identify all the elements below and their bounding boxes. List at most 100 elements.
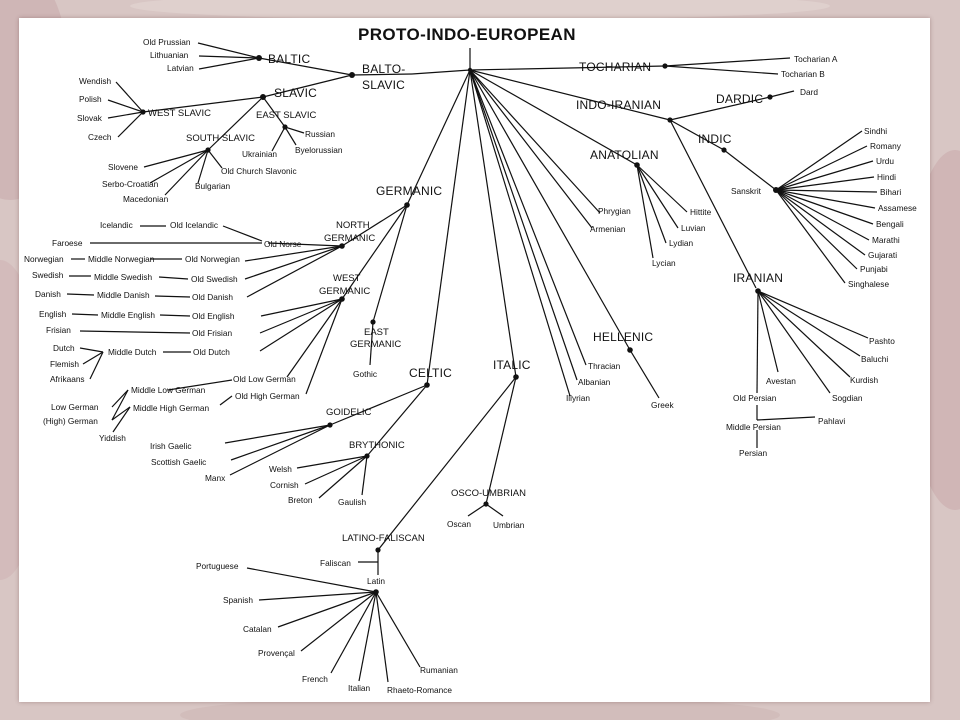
branch-east-germanic-label-line1: EAST: [364, 327, 389, 338]
node-east-slavic: [282, 124, 288, 130]
lang-middle-english: Middle English: [101, 310, 155, 320]
lang-punjabi: Punjabi: [860, 264, 888, 274]
lang-oscan: Oscan: [447, 519, 471, 529]
branch-indo-iranian-label: INDO-IRANIAN: [576, 98, 661, 112]
lang-polish: Polish: [79, 94, 102, 104]
lang-sogdian: Sogdian: [832, 393, 863, 403]
node-indic: [721, 147, 727, 153]
branch-balto-slavic-label-line1: BALTO-: [362, 62, 405, 76]
lang-middle-swedish: Middle Swedish: [94, 272, 152, 282]
lang-pashto: Pashto: [869, 336, 895, 346]
branch-goidelic-label: GOIDELIC: [326, 407, 372, 418]
branch-east-slavic-label: EAST SLAVIC: [256, 110, 317, 121]
lang-manx: Manx: [205, 473, 226, 483]
lang-bengali: Bengali: [876, 219, 904, 229]
branch-anatolian-label: ANATOLIAN: [590, 148, 659, 162]
paper-sheet: [19, 18, 930, 702]
node-west-slavic: [140, 109, 146, 115]
lang-singhalese: Singhalese: [848, 279, 889, 289]
lang-greek: Greek: [651, 400, 674, 410]
lang-umbrian: Umbrian: [493, 520, 525, 530]
lang-gujarati: Gujarati: [868, 250, 897, 260]
branch-germanic-label: GERMANIC: [376, 184, 442, 198]
branch-slavic-label: SLAVIC: [274, 86, 317, 100]
node-celtic: [424, 382, 430, 388]
lang-scottish-gaelic: Scottish Gaelic: [151, 457, 206, 467]
lang-spanish: Spanish: [223, 595, 253, 605]
lang-norwegian: Norwegian: [24, 254, 64, 264]
lang-tocharian-b: Tocharian B: [781, 69, 825, 79]
branch-celtic-label: CELTIC: [409, 366, 452, 380]
lang-phrygian: Phrygian: [598, 206, 631, 216]
lang-bihari: Bihari: [880, 187, 901, 197]
lang-middle-high-german: Middle High German: [133, 403, 209, 413]
branch-north-germanic-label-line2: GERMANIC: [324, 233, 375, 244]
lang-persian: Persian: [739, 448, 768, 458]
lang-french: French: [302, 674, 328, 684]
lang-faroese: Faroese: [52, 238, 83, 248]
lang-middle-low-german: Middle Low German: [131, 385, 206, 395]
lang-tocharian-a: Tocharian A: [794, 54, 838, 64]
lang-middle-dutch: Middle Dutch: [108, 347, 157, 357]
lang-afrikaans: Afrikaans: [50, 374, 85, 384]
lang-portuguese: Portuguese: [196, 561, 239, 571]
node-dardic: [767, 94, 773, 100]
node-italic: [513, 374, 519, 380]
branch-brythonic-label: BRYTHONIC: [349, 440, 405, 451]
lang-old-norse: Old Norse: [264, 239, 302, 249]
lang-albanian: Albanian: [578, 377, 611, 387]
lang-breton: Breton: [288, 495, 313, 505]
branch-osco-umbrian-label: OSCO-UMBRIAN: [451, 488, 526, 499]
lang-old-prussian: Old Prussian: [143, 37, 191, 47]
node-sanskrit: [773, 187, 779, 193]
node-latin: [373, 589, 379, 595]
branch-west-slavic-label: WEST SLAVIC: [148, 108, 211, 119]
lang-assamese: Assamese: [878, 203, 917, 213]
lang-provencal: Provençal: [258, 648, 295, 658]
lang-rumanian: Rumanian: [420, 665, 458, 675]
node-tocharian: [662, 63, 668, 69]
lang-bulgarian: Bulgarian: [195, 181, 230, 191]
node-baltic: [256, 55, 262, 61]
lang-illyrian: Illyrian: [566, 393, 590, 403]
branch-hellenic-label: HELLENIC: [593, 330, 653, 344]
lang-byelorussian: Byelorussian: [295, 145, 343, 155]
node-south-slavic: [205, 147, 211, 153]
lang-rhaeto-romance: Rhaeto-Romance: [387, 685, 452, 695]
lang-frisian: Frisian: [46, 325, 71, 335]
branch-dardic-label: DARDIC: [716, 92, 763, 106]
node-brythonic: [364, 453, 370, 459]
node-latino-faliscan: [375, 547, 381, 553]
lang-czech: Czech: [88, 132, 112, 142]
lang-serbo-croatian: Serbo-Croatian: [102, 179, 159, 189]
branch-south-slavic-label: SOUTH SLAVIC: [186, 133, 255, 144]
lang-macedonian: Macedonian: [123, 194, 169, 204]
lang-old-dutch: Old Dutch: [193, 347, 230, 357]
lang-latin: Latin: [367, 576, 385, 586]
lang-swedish: Swedish: [32, 270, 64, 280]
lang-pahlavi: Pahlavi: [818, 416, 845, 426]
lang-high-german: (High) German: [43, 416, 98, 426]
lang-old-high-german: Old High German: [235, 391, 300, 401]
lang-luvian: Luvian: [681, 223, 706, 233]
lang-old-danish: Old Danish: [192, 292, 233, 302]
node-iranian: [755, 288, 761, 294]
lang-lycian: Lycian: [652, 258, 676, 268]
branch-tocharian-label: TOCHARIAN: [579, 60, 651, 74]
lang-irish-gaelic: Irish Gaelic: [150, 441, 192, 451]
lang-latvian: Latvian: [167, 63, 194, 73]
lang-flemish: Flemish: [50, 359, 79, 369]
tree-nodes: [140, 55, 779, 595]
node-balto-slavic: [349, 72, 355, 78]
lang-dard: Dard: [800, 87, 818, 97]
lang-old-church-slavonic: Old Church Slavonic: [221, 166, 297, 176]
lang-yiddish: Yiddish: [99, 433, 126, 443]
lang-middle-persian: Middle Persian: [726, 422, 781, 432]
lang-urdu: Urdu: [876, 156, 894, 166]
lang-slovak: Slovak: [77, 113, 103, 123]
lang-dutch: Dutch: [53, 343, 75, 353]
lang-wendish: Wendish: [79, 76, 112, 86]
node-goidelic: [327, 422, 333, 428]
node-osco-umbrian: [483, 501, 489, 507]
